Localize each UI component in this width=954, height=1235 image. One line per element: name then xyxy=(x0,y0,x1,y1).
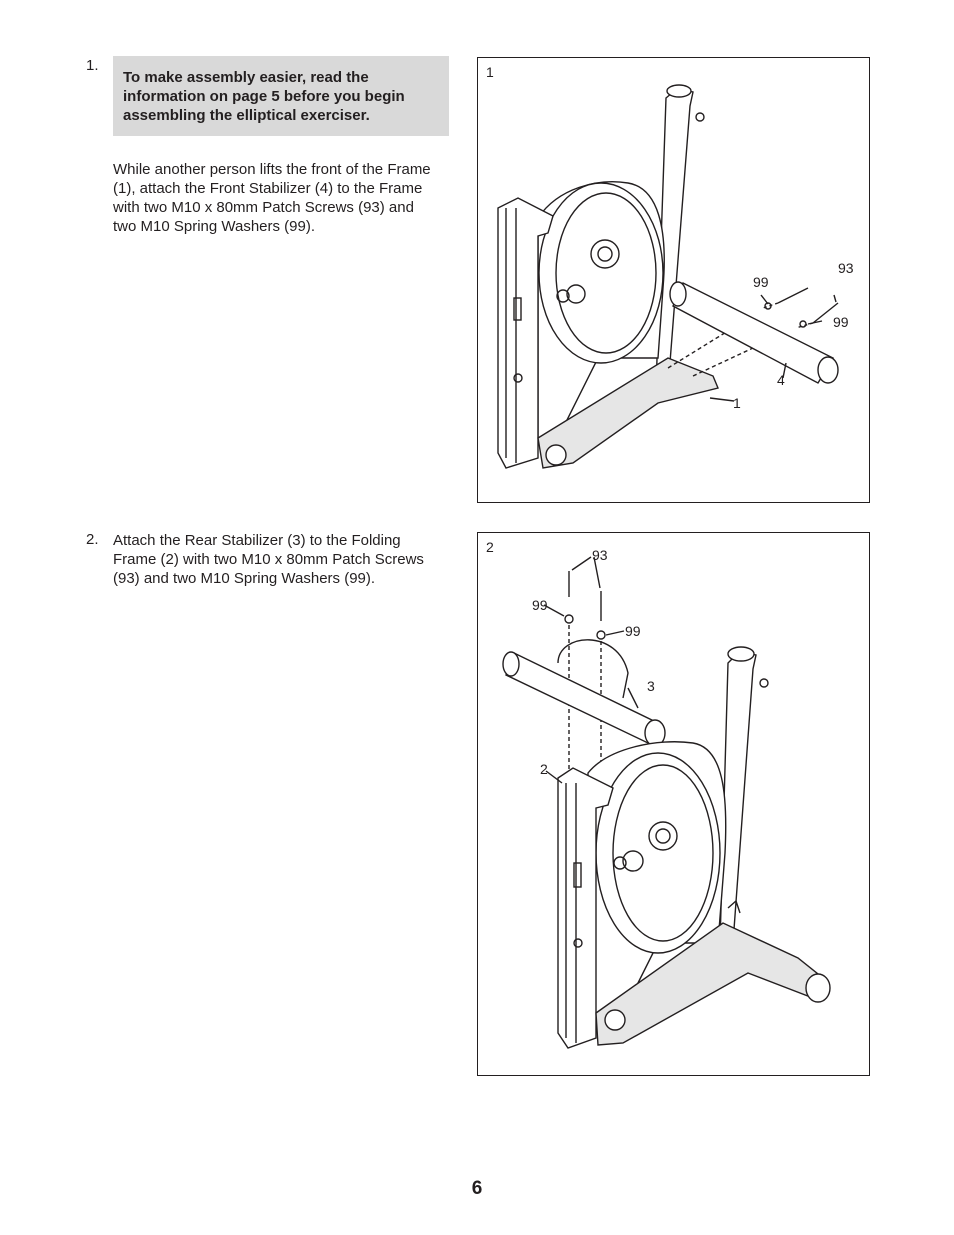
note-line-3: assembling the elliptical exerciser. xyxy=(123,107,370,124)
note-line-1: To make assembly easier, read the xyxy=(123,69,369,86)
figure-2-callout-washer-right: 99 xyxy=(625,623,641,639)
step-1-instructions: While another person lifts the front of … xyxy=(113,160,431,236)
figure-2-number: 2 xyxy=(486,539,494,555)
page-number: 6 xyxy=(471,1178,483,1199)
figure-1-number: 1 xyxy=(486,64,494,80)
step-2-line-3: (93) and two M10 Spring Washers (99). xyxy=(113,570,376,587)
figure-2-callout-screw: 93 xyxy=(592,547,608,563)
figure-2-callout-frame: 2 xyxy=(540,761,548,777)
assembly-note: To make assembly easier, read the inform… xyxy=(113,56,449,136)
figure-1: 1 93 99 99 4 1 xyxy=(477,57,870,503)
step-1-line-1: While another person lifts the front of … xyxy=(113,161,431,178)
step-2-number: 2. xyxy=(86,531,99,548)
figure-1-callout-washer-top: 99 xyxy=(753,274,769,290)
step-1-line-2: (1), attach the Front Stabilizer (4) to … xyxy=(113,180,423,197)
figure-1-callout-screw: 93 xyxy=(838,260,854,276)
step-1-line-3: with two M10 x 80mm Patch Screws (93) an… xyxy=(113,199,414,216)
step-1-line-4: two M10 Spring Washers (99). xyxy=(113,218,316,235)
figure-2-illustration xyxy=(502,556,831,1049)
figure-2: 2 93 99 99 3 2 xyxy=(477,532,870,1076)
figure-1-callout-stabilizer: 4 xyxy=(777,372,785,388)
figure-1-callout-frame: 1 xyxy=(733,395,741,411)
step-2-instructions: Attach the Rear Stabilizer (3) to the Fo… xyxy=(113,531,424,588)
figure-2-callout-stabilizer: 3 xyxy=(647,678,655,694)
step-1-number: 1. xyxy=(86,57,99,74)
figure-1-callout-washer-right: 99 xyxy=(833,314,849,330)
step-2-line-1: Attach the Rear Stabilizer (3) to the Fo… xyxy=(113,532,401,549)
figure-1-illustration xyxy=(497,84,839,469)
figure-2-callout-washer-left: 99 xyxy=(532,597,548,613)
note-line-2: information on page 5 before you begin xyxy=(123,88,405,105)
step-2-line-2: Frame (2) with two M10 x 80mm Patch Scre… xyxy=(113,551,424,568)
